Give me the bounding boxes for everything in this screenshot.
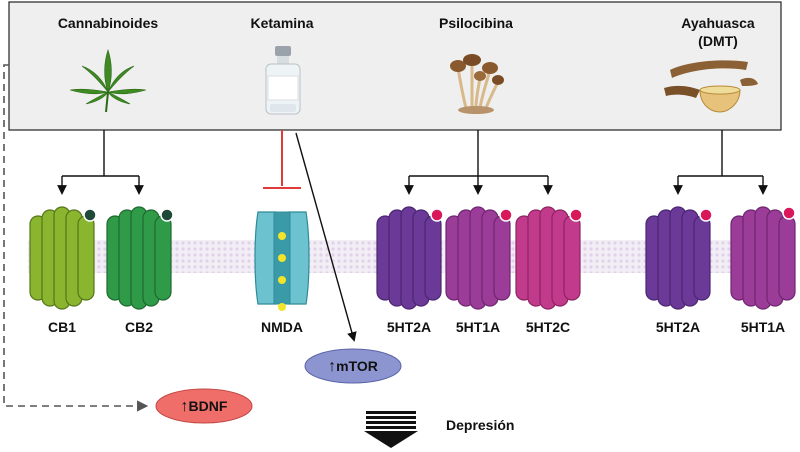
psilo-5ht2a-ligand-dot	[430, 208, 444, 222]
bdnf-dashed-arrow	[3, 64, 149, 412]
cannabis-leaf-icon	[69, 49, 147, 113]
compounds-panel	[8, 1, 782, 131]
psilo-5ht2a-label: 5HT2A	[387, 319, 431, 335]
label-cannabinoids: Cannabinoides	[58, 15, 159, 31]
bdnf-label: ↑BDNF	[181, 398, 228, 415]
receptor-psilo-5ht2a	[376, 206, 442, 310]
psilo-5ht1a-ligand-dot	[499, 208, 513, 222]
aya-5ht1a-ligand-dot	[782, 206, 796, 220]
psilo-5ht1a-label: 5HT1A	[456, 319, 500, 335]
receptor-aya-5ht2a	[645, 206, 711, 310]
label-psilocybin: Psilocibina	[439, 15, 513, 31]
aya-5ht1a-label: 5HT1A	[741, 319, 785, 335]
depression-down-icon	[364, 411, 418, 448]
bdnf-pill: ↑BDNF	[155, 388, 253, 424]
label-ketamine: Ketamina	[250, 15, 313, 31]
aya-5ht2a-ligand-dot	[699, 208, 713, 222]
receptor-psilo-5ht2c	[515, 206, 581, 310]
psilo-5ht2c-ligand-dot	[569, 208, 583, 222]
psilo-5ht2c-label: 5HT2C	[526, 319, 570, 335]
cb1-label: CB1	[48, 319, 76, 335]
receptor-aya-5ht1a	[730, 206, 796, 310]
receptor-psilo-5ht1a	[445, 206, 511, 310]
vial-icon	[265, 46, 301, 115]
ayahuasca-bowl-icon	[664, 60, 758, 113]
mtor-label: ↑mTOR	[328, 358, 378, 375]
cb1-ligand-dot	[83, 208, 97, 222]
receptor-cb1	[29, 206, 95, 310]
psilocybin-connector	[404, 130, 553, 195]
label-dmt: (DMT)	[698, 33, 738, 49]
ketamine-inhibition	[263, 130, 301, 189]
label-ayahuasca: Ayahuasca	[681, 15, 755, 31]
mushrooms-icon	[450, 54, 504, 114]
cb2-ligand-dot	[160, 208, 174, 222]
mtor-pill: ↑mTOR	[304, 348, 402, 384]
nmda-label: NMDA	[261, 319, 303, 335]
ayahuasca-connector	[673, 130, 768, 195]
aya-5ht2a-label: 5HT2A	[656, 319, 700, 335]
cannabinoids-connector	[57, 130, 144, 195]
receptor-nmda	[254, 211, 310, 311]
depression-label: Depresión	[446, 417, 514, 433]
ketamine-mtor-arrow	[295, 132, 357, 342]
receptor-cb2	[106, 206, 172, 310]
cb2-label: CB2	[125, 319, 153, 335]
